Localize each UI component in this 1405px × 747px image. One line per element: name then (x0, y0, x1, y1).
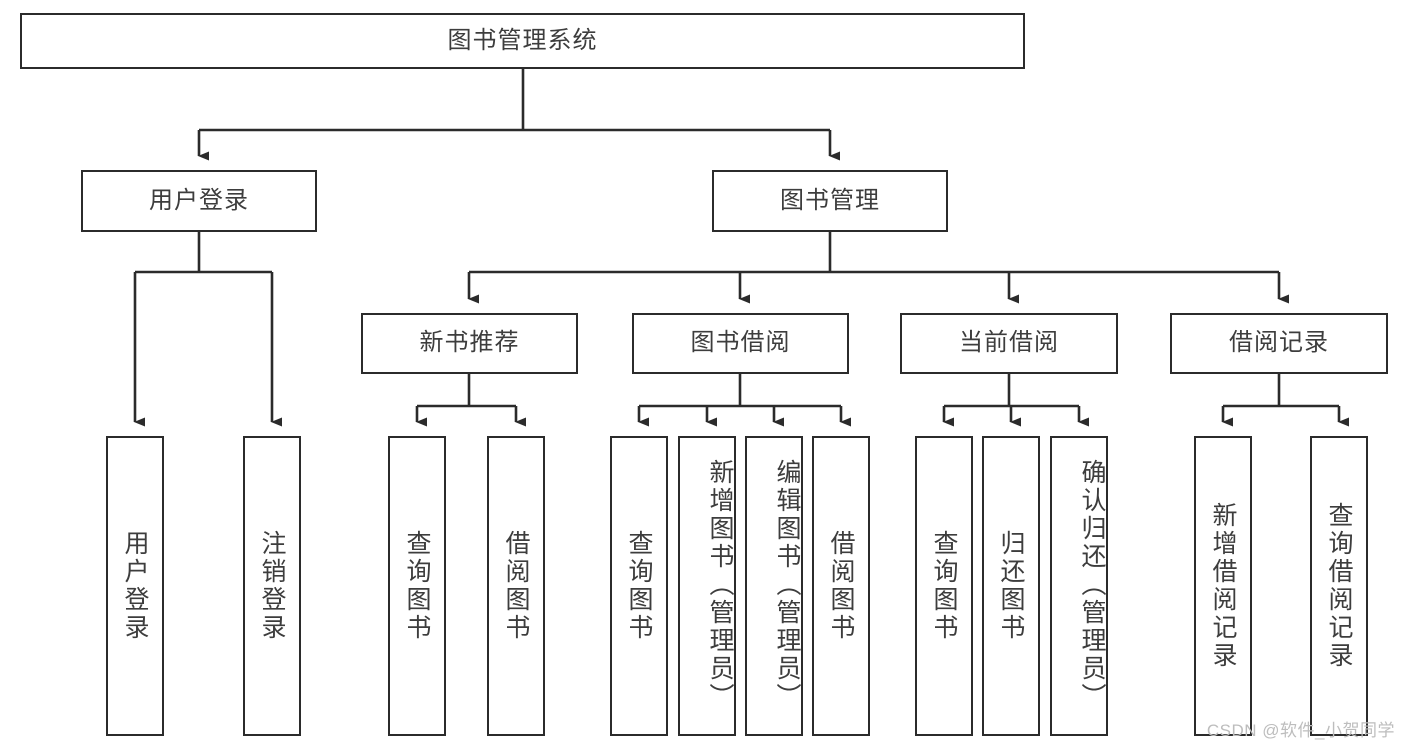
node-root-label: 图书管理系统 (447, 26, 598, 54)
node-leaf-query-book-current-label: 查询图书 (930, 530, 958, 642)
node-book-manage[interactable]: 图书管理 (712, 170, 948, 232)
node-book-borrow[interactable]: 图书借阅 (632, 313, 849, 374)
node-leaf-query-book-borrow-label: 查询图书 (625, 530, 653, 642)
node-leaf-add-borrow-record[interactable]: 新增借阅记录 (1194, 436, 1252, 736)
node-user-login[interactable]: 用户登录 (81, 170, 317, 232)
node-leaf-query-book-rec-label: 查询图书 (403, 530, 431, 642)
node-leaf-borrow-book-rec-label: 借阅图书 (502, 530, 530, 642)
node-leaf-logout-login[interactable]: 注销登录 (243, 436, 301, 736)
node-current-borrow[interactable]: 当前借阅 (900, 313, 1118, 374)
node-book-borrow-label: 图书借阅 (690, 329, 791, 357)
node-leaf-add-book[interactable]: 新增图书（管理员） (678, 436, 736, 736)
node-leaf-query-book-rec[interactable]: 查询图书 (388, 436, 446, 736)
node-current-borrow-label: 当前借阅 (959, 329, 1059, 357)
node-leaf-add-borrow-record-label: 新增借阅记录 (1209, 502, 1237, 670)
node-book-manage-label: 图书管理 (780, 186, 880, 214)
node-leaf-query-borrow-record-label: 查询借阅记录 (1325, 502, 1353, 670)
node-leaf-query-book-borrow[interactable]: 查询图书 (610, 436, 668, 736)
node-leaf-edit-book[interactable]: 编辑图书（管理员） (745, 436, 803, 736)
node-new-book-recommend[interactable]: 新书推荐 (361, 313, 578, 374)
node-leaf-logout-login-label: 注销登录 (258, 530, 286, 642)
node-borrow-record[interactable]: 借阅记录 (1170, 313, 1388, 374)
node-leaf-user-login-label: 用户登录 (121, 530, 149, 642)
node-new-book-recommend-label: 新书推荐 (419, 329, 520, 357)
csdn-watermark: CSDN @软件_小贺同学 (1206, 721, 1395, 740)
node-leaf-borrow-book[interactable]: 借阅图书 (812, 436, 870, 736)
node-leaf-borrow-book-rec[interactable]: 借阅图书 (487, 436, 545, 736)
node-leaf-edit-book-label: 编辑图书（管理员） (773, 459, 801, 711)
node-leaf-confirm-return-label: 确认归还（管理员） (1078, 459, 1106, 711)
node-leaf-query-book-current[interactable]: 查询图书 (915, 436, 973, 736)
node-root[interactable]: 图书管理系统 (20, 13, 1025, 69)
node-leaf-borrow-book-label: 借阅图书 (827, 530, 855, 642)
node-leaf-user-login[interactable]: 用户登录 (106, 436, 164, 736)
node-leaf-add-book-label: 新增图书（管理员） (706, 459, 734, 711)
node-user-login-label: 用户登录 (149, 186, 249, 214)
node-borrow-record-label: 借阅记录 (1229, 329, 1329, 357)
node-leaf-return-book-label: 归还图书 (997, 530, 1025, 642)
node-leaf-return-book[interactable]: 归还图书 (982, 436, 1040, 736)
node-leaf-query-borrow-record[interactable]: 查询借阅记录 (1310, 436, 1368, 736)
node-leaf-confirm-return[interactable]: 确认归还（管理员） (1050, 436, 1108, 736)
